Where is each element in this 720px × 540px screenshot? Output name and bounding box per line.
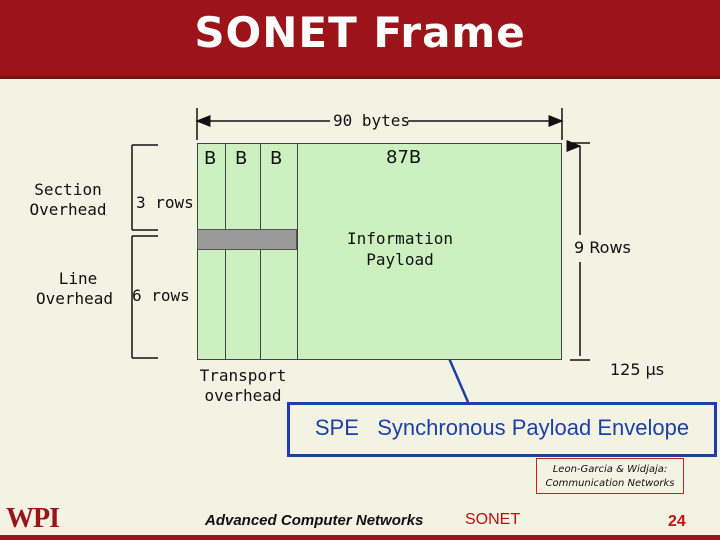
payload-column-divider (297, 143, 298, 360)
section-overhead-label-line2: Overhead (29, 200, 107, 219)
overhead-column-divider (225, 143, 226, 360)
page-title: SONET Frame (194, 8, 526, 57)
footer-bar (0, 535, 720, 540)
width-label: 90 bytes (333, 111, 411, 130)
credit-box: Leon-Garcia & Widjaja: Communication Net… (536, 458, 684, 494)
credit-line1: Leon-Garcia & Widjaja: (552, 464, 668, 475)
page-number: 24 (668, 513, 686, 530)
section-overhead-label-line1: Section (34, 180, 102, 199)
credit-line2: Communication Networks (545, 478, 675, 489)
frame-time-label: 125 µs (610, 360, 665, 379)
wpi-logo: WPI (6, 503, 60, 534)
payload-label-line1: Information (347, 229, 453, 248)
overhead-column-divider (260, 143, 261, 360)
pointer-row (197, 229, 297, 250)
line-overhead-rows: 6 rows (132, 286, 190, 305)
spe-callout: SPE Synchronous Payload Envelope (287, 402, 717, 457)
overhead-byte-label: B (204, 148, 217, 169)
spe-callout-text: SPE Synchronous Payload Envelope (290, 415, 714, 441)
topic-label: SONET (465, 511, 521, 528)
payload-columns-label: 87B (386, 147, 422, 168)
section-overhead-rows: 3 rows (136, 193, 194, 212)
transport-overhead-label-line2: overhead (204, 386, 282, 405)
line-overhead-label-line1: Line (58, 269, 98, 288)
spe-abbreviation: SPE (314, 415, 359, 440)
payload-label-line2: Payload (366, 250, 434, 269)
overhead-byte-label: B (235, 148, 248, 169)
transport-overhead-label-line1: Transport (199, 366, 287, 385)
course-name: Advanced Computer Networks (205, 512, 424, 529)
spe-full-name: Synchronous Payload Envelope (377, 415, 690, 440)
sonet-frame-grid (197, 143, 562, 360)
title-banner (0, 0, 720, 79)
line-overhead-label-line2: Overhead (36, 289, 114, 308)
overhead-byte-label: B (270, 148, 283, 169)
rows-label: 9 Rows (574, 238, 631, 257)
